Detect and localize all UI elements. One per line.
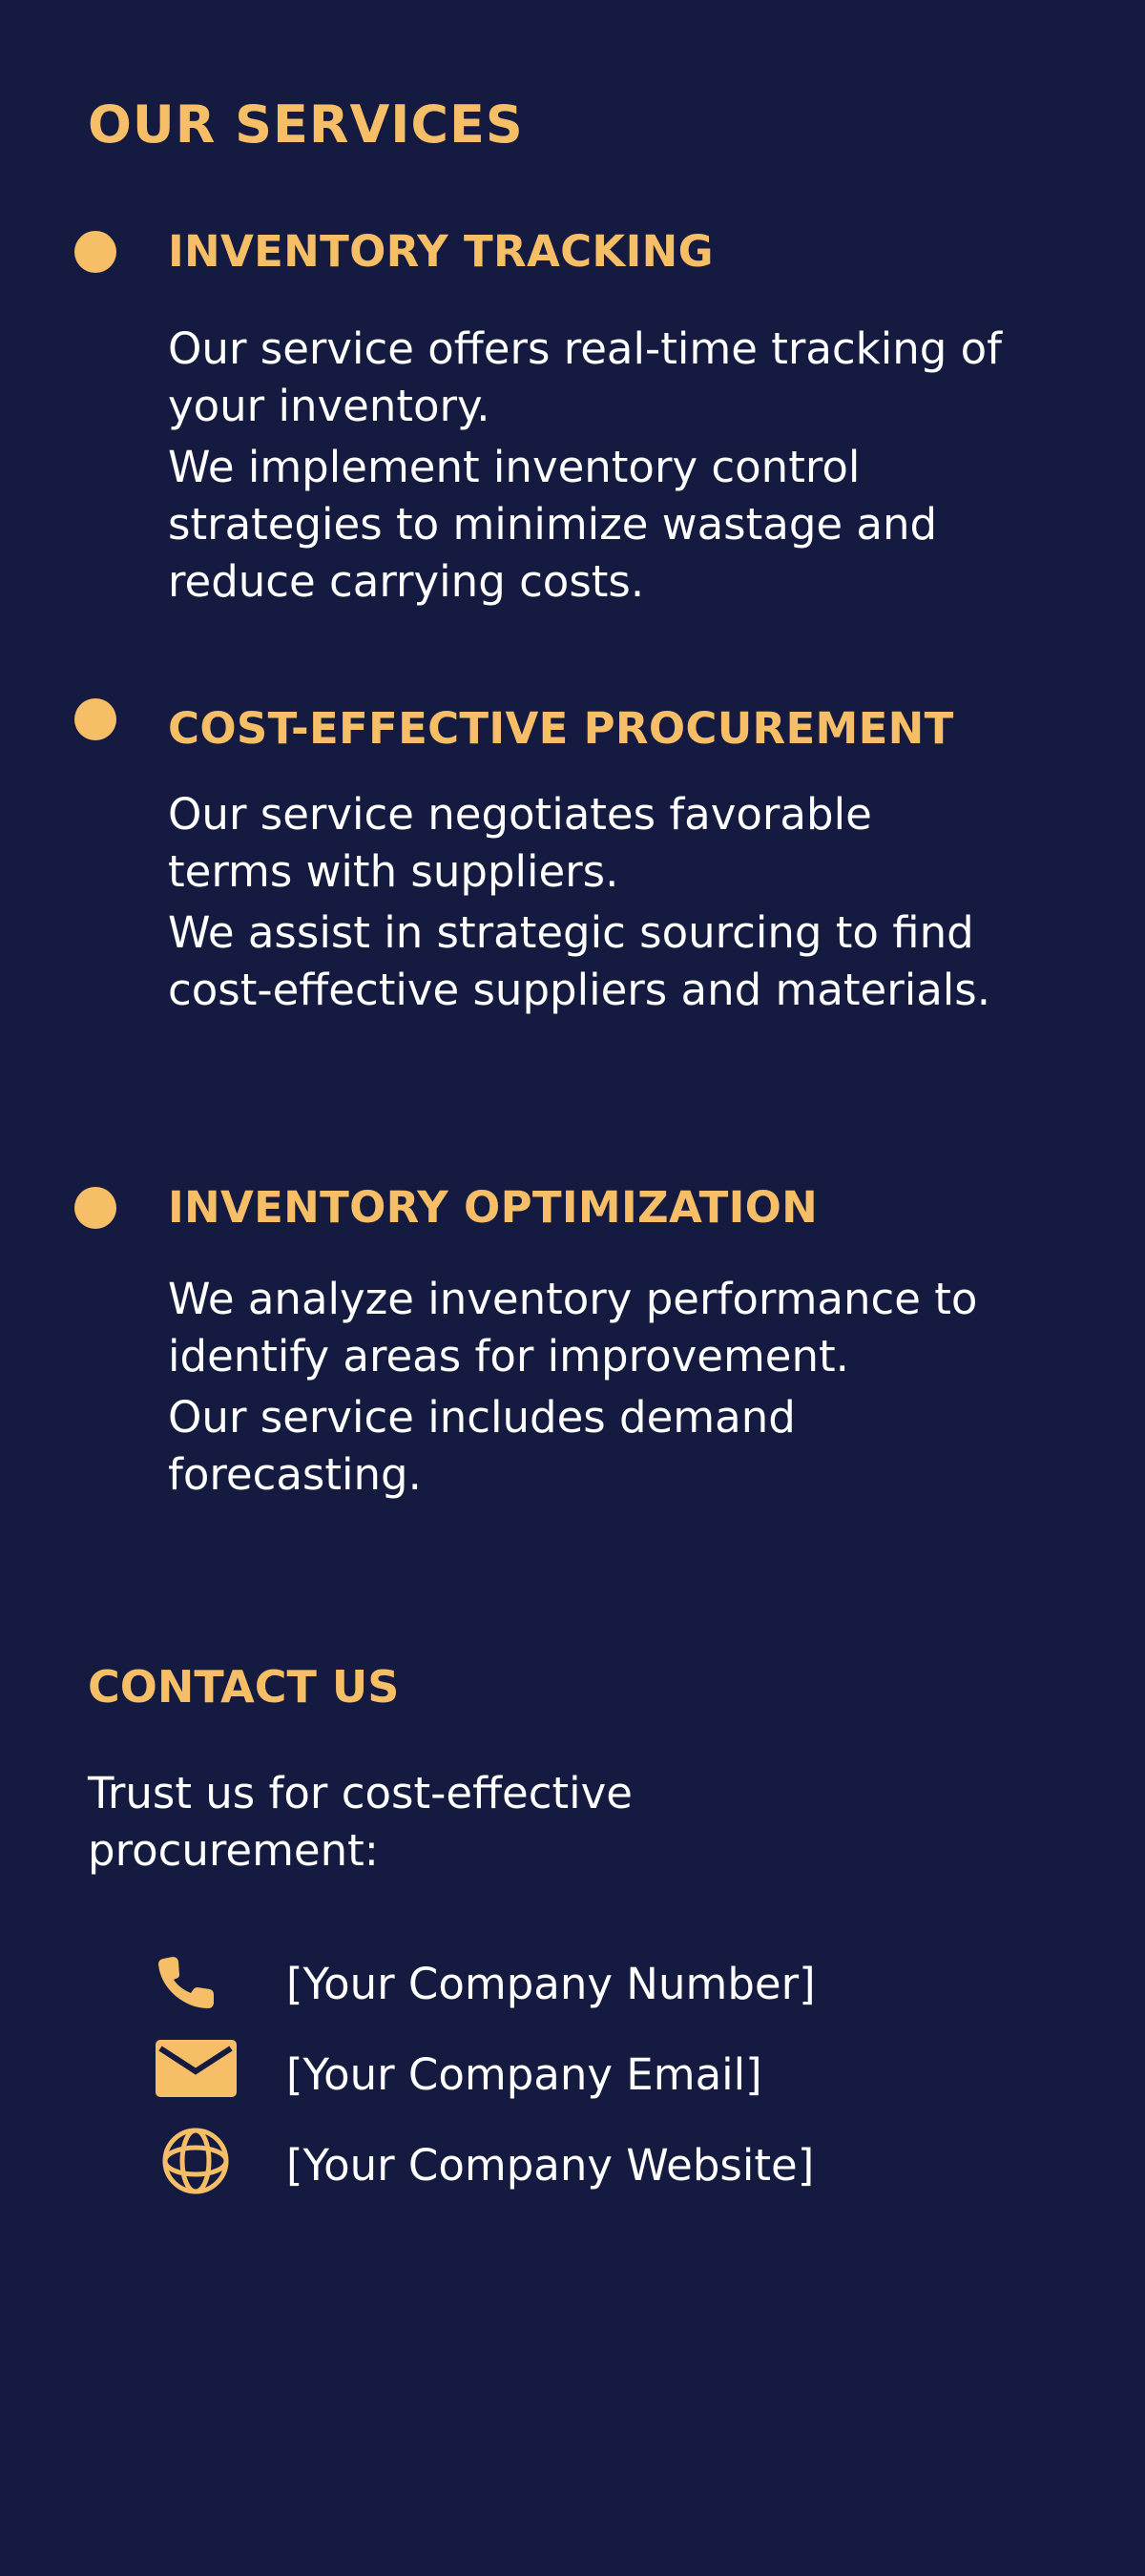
contact-email-text: [Your Company Email]: [286, 2049, 762, 2100]
service-description: Our service negotiates favorable terms w…: [168, 786, 1027, 1023]
service-paragraph: We assist in strategic sourcing to find …: [168, 907, 991, 1015]
contact-email[interactable]: [Your Company Email]: [0, 2037, 1145, 2113]
bullet-circle-icon: [74, 231, 116, 273]
contact-phone-text: [Your Company Number]: [286, 1959, 816, 2009]
service-heading: COST-EFFECTIVE PROCUREMENT: [168, 703, 954, 754]
contact-title: CONTACT US: [88, 1661, 400, 1713]
phone-icon: [153, 1946, 239, 2023]
contact-website-text: [Your Company Website]: [286, 2140, 815, 2191]
contact-website[interactable]: [Your Company Website]: [0, 2128, 1145, 2204]
service-paragraph: We implement inventory control strategie…: [168, 442, 938, 607]
service-description: Our service offers real-time tracking of…: [168, 321, 1027, 614]
bullet-circle-icon: [74, 1187, 116, 1229]
service-heading: INVENTORY TRACKING: [168, 226, 714, 277]
service-paragraph: We analyze inventory performance to iden…: [168, 1274, 978, 1381]
service-heading: INVENTORY OPTIMIZATION: [168, 1182, 819, 1233]
service-paragraph: Our service offers real-time tracking of…: [168, 323, 1002, 431]
globe-icon: [153, 2128, 239, 2204]
contact-intro: Trust us for cost-effective procurement:: [88, 1768, 633, 1876]
service-paragraph: Our service negotiates favorable terms w…: [168, 789, 872, 897]
email-icon: [153, 2037, 239, 2113]
services-title: OUR SERVICES: [88, 94, 524, 155]
bullet-circle-icon: [74, 698, 116, 740]
service-paragraph: Our service includes demand forecasting.: [168, 1392, 796, 1500]
service-description: We analyze inventory performance to iden…: [168, 1271, 1027, 1507]
contact-phone[interactable]: [Your Company Number]: [0, 1946, 1145, 2023]
